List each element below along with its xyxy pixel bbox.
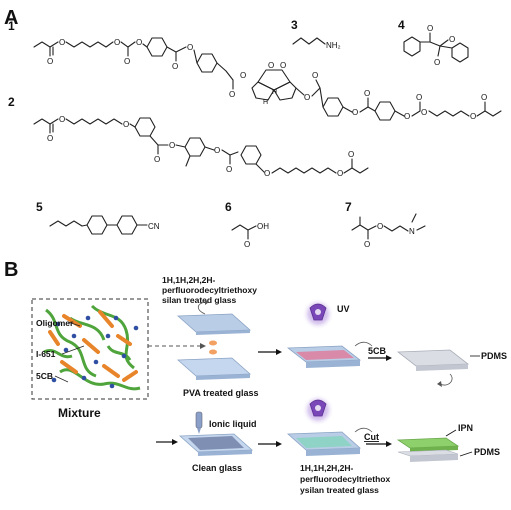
atom-o: O bbox=[449, 35, 455, 44]
atom-o: O bbox=[348, 150, 354, 159]
atom-o: O bbox=[124, 57, 130, 66]
compound-2: 2 O O O O O O O O O O bbox=[8, 95, 369, 178]
atom-o: O bbox=[59, 115, 65, 124]
atom-o: O bbox=[172, 62, 178, 71]
mixture-label-i651: I-651 bbox=[36, 349, 56, 359]
mixture-box: Oligomer I-651 5CB Mixture bbox=[31, 298, 149, 420]
bottom-glass-label-line1: 1H,1H,2H,2H- bbox=[300, 463, 354, 473]
compound-4: 4 O O O bbox=[398, 18, 469, 67]
bottom-glass-label-line3: ysilan treated glass bbox=[300, 485, 379, 495]
atom-o: O bbox=[264, 169, 270, 178]
panel-letter-b: B bbox=[4, 259, 18, 281]
compound-7: 7 O O N bbox=[345, 200, 426, 249]
atom-h: H bbox=[263, 99, 268, 106]
atom-o: O bbox=[169, 141, 175, 150]
mixture-i651-molecules bbox=[48, 310, 138, 382]
glass-sandwich-teal: 1H,1H,2H,2H- perfluorodecyltriethox ysil… bbox=[286, 431, 390, 495]
atom-o: O bbox=[377, 222, 383, 231]
atom-o: O bbox=[421, 108, 427, 117]
atom-oh: OH bbox=[257, 222, 269, 231]
compound-1-tail: O O O O O bbox=[367, 93, 502, 121]
compound-6-number: 6 bbox=[225, 200, 232, 214]
top-treated-glass: 1H,1H,2H,2H- perfluorodecyltriethoxy sil… bbox=[162, 275, 257, 335]
clean-glass: Clean glass bbox=[178, 433, 254, 473]
atom-o: O bbox=[427, 24, 433, 33]
compound-1: 1 O O O O O O O O O O O H H O bbox=[8, 19, 370, 117]
mixture-label-5cb: 5CB bbox=[36, 371, 53, 381]
atom-cn: CN bbox=[148, 222, 160, 231]
atom-o: O bbox=[136, 38, 142, 47]
compound-2-number: 2 bbox=[8, 95, 15, 109]
step-5cb-label: 5CB bbox=[368, 346, 387, 356]
compound-5: 5 CN bbox=[36, 200, 160, 235]
atom-o: O bbox=[187, 43, 193, 52]
ionic-liquid-label: Ionic liquid bbox=[209, 419, 257, 429]
atom-o: O bbox=[352, 108, 358, 117]
atom-o: O bbox=[123, 120, 129, 129]
atom-o: O bbox=[229, 90, 235, 99]
mixture-droplets bbox=[209, 340, 217, 355]
uv-lamp-bottom bbox=[302, 394, 334, 426]
top-glass-label-line3: silan treated glass bbox=[162, 295, 236, 305]
pva-treated-glass: PVA treated glass bbox=[176, 357, 259, 398]
atom-n: N bbox=[409, 227, 415, 236]
atom-o: O bbox=[114, 38, 120, 47]
pdms-slab-top: PDMS bbox=[396, 349, 507, 387]
atom-o: O bbox=[404, 112, 410, 121]
atom-o: O bbox=[47, 57, 53, 66]
ipn-label: IPN bbox=[458, 423, 473, 433]
compound-1-number: 1 bbox=[8, 19, 15, 33]
mixture-label-oligomer: Oligomer bbox=[36, 318, 74, 328]
uv-lamp-top: UV bbox=[302, 298, 350, 330]
mixture-5cb-molecules bbox=[51, 315, 139, 389]
atom-o: O bbox=[59, 38, 65, 47]
atom-o: O bbox=[434, 58, 440, 67]
atom-nh2: NH₂ bbox=[326, 41, 341, 50]
mixture-title: Mixture bbox=[58, 406, 101, 420]
compound-3-number: 3 bbox=[291, 18, 298, 32]
atom-o: O bbox=[280, 61, 286, 70]
atom-o: O bbox=[244, 240, 250, 249]
atom-o: O bbox=[304, 93, 310, 102]
panel-letter-a: A bbox=[4, 7, 18, 29]
compound-3: 3 NH₂ bbox=[291, 18, 341, 50]
top-glass-label-line1: 1H,1H,2H,2H- bbox=[162, 275, 216, 285]
uv-label: UV bbox=[337, 304, 350, 314]
pva-label: PVA treated glass bbox=[183, 388, 259, 398]
atom-o: O bbox=[364, 89, 370, 98]
cut-label: Cut bbox=[364, 432, 379, 442]
compound-7-number: 7 bbox=[345, 200, 352, 214]
atom-o: O bbox=[154, 155, 160, 164]
pdms-label-bottom: PDMS bbox=[474, 447, 500, 457]
step-5cb: 5CB bbox=[354, 341, 392, 361]
atom-o: O bbox=[470, 112, 476, 121]
clean-glass-label: Clean glass bbox=[192, 463, 242, 473]
bottom-glass-label-line2: perfluorodecyltriethox bbox=[300, 474, 390, 484]
atom-o: O bbox=[240, 71, 246, 80]
top-glass-label-line2: perfluorodecyltriethoxy bbox=[162, 285, 257, 295]
atom-o: O bbox=[268, 61, 274, 70]
pdms-label: PDMS bbox=[481, 351, 507, 361]
atom-o: O bbox=[312, 71, 318, 80]
atom-o: O bbox=[337, 169, 343, 178]
compound-4-number: 4 bbox=[398, 18, 405, 32]
ipn-on-pdms: IPN PDMS bbox=[396, 423, 500, 462]
atom-o: O bbox=[47, 134, 53, 143]
atom-o: O bbox=[226, 165, 232, 174]
atom-o: O bbox=[364, 240, 370, 249]
atom-h: H bbox=[272, 89, 277, 96]
step-cut: Cut bbox=[354, 427, 392, 447]
atom-o: O bbox=[416, 93, 422, 102]
compound-5-number: 5 bbox=[36, 200, 43, 214]
glass-sandwich-pink bbox=[286, 345, 362, 368]
compound-6: 6 O OH bbox=[225, 200, 269, 249]
dashed-arrow-head bbox=[200, 343, 206, 349]
atom-o: O bbox=[214, 146, 220, 155]
atom-o: O bbox=[481, 93, 487, 102]
